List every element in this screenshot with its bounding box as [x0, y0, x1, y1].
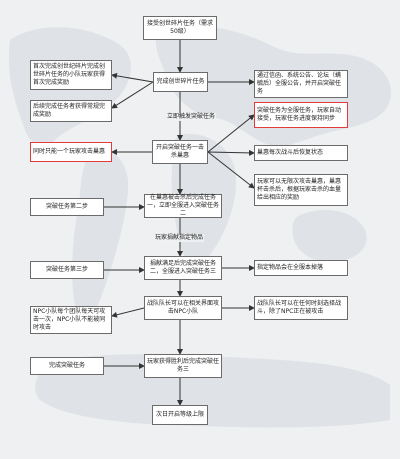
node-start-breakthrough: 开启突破任务一击杀巢惠: [152, 140, 208, 164]
node-next-day: 次日开启等级上限: [152, 405, 208, 425]
node-donate-note: 指定物品会在全服本掉落: [254, 260, 348, 276]
node-victory: 玩家获得胜利后完成突破任务三: [144, 354, 222, 378]
node-finish-label: 完成突破任务: [30, 357, 104, 375]
node-first-completer: 首次完成创世纪碎片完成创世碎片任务的小队玩家获得首次完成奖励: [30, 60, 112, 90]
node-step2: 在巢惠被击杀后完成任务一，立即全服进入突破任务二: [144, 194, 222, 218]
node-boss-reset: 巢惠每次战斗后恢复状态: [254, 145, 348, 161]
node-accept-quest: 接受创世碎片任务（需求50级）: [143, 16, 217, 40]
node-later-completer: 后续完成任务者获得常规完成奖励: [30, 100, 112, 122]
node-complete-quest: 完成创世碎片任务: [153, 72, 208, 92]
edge-label-immediate-trigger: 立即触发突破任务: [166, 113, 217, 121]
edge-label-donate-items: 玩家捐献指定物品: [154, 234, 205, 242]
node-step3-label: 突破任务第三步: [30, 261, 104, 279]
node-step3: 捐献满足后完成突破任务二，全服进入突破任务三: [144, 256, 222, 280]
node-npc-rule: NPC小队每个团队每天可攻击一次，NPC小队不能被同时攻击: [30, 306, 112, 334]
node-unlimited: 玩家可以无限次攻击巢惠，巢惠杯击杀后，根据玩家击杀的血量给出相应的奖励: [254, 174, 348, 206]
node-team-battle: 战队队长可以在相关界面攻击NPC小队: [144, 296, 222, 320]
node-one-player: 同时只能一个玩家攻击巢惠: [30, 142, 112, 162]
node-after-grant: 突破任务为全服任务，玩家自动接受，玩家任务进度保持同步: [254, 102, 348, 128]
node-announce: 通过信函、系统公告、论坛（螨毓后）全服公告，并开启突破任务: [254, 70, 348, 98]
node-leader-choose: 战队队长可以在任何时刻选择战斗，除了NPC正在被攻击: [254, 296, 348, 320]
node-step2-label: 突破任务第二步: [30, 198, 104, 216]
